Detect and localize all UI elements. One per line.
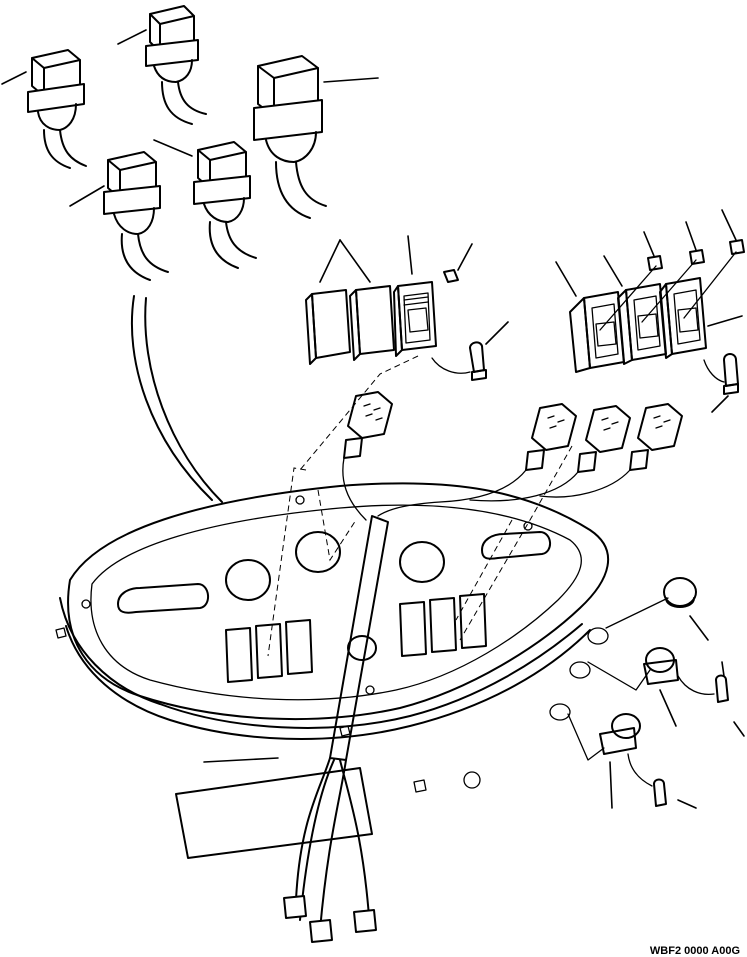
label-plate bbox=[175, 757, 373, 859]
connector-right-2 bbox=[577, 405, 631, 473]
indicator-lamp-2 bbox=[643, 647, 745, 737]
lens-cap-3 bbox=[549, 703, 571, 721]
connector-right-3 bbox=[629, 403, 683, 471]
rocker-switch-right-3 bbox=[659, 277, 707, 359]
drawing-code: WBF2 0000 A00G bbox=[650, 945, 740, 957]
rocker-switch-right-2 bbox=[617, 283, 667, 365]
blank-cover-1 bbox=[305, 289, 351, 365]
relay-5 bbox=[253, 55, 379, 219]
connector-right-1 bbox=[525, 403, 577, 471]
bulb-right bbox=[703, 353, 739, 413]
indicator-lamp-3 bbox=[599, 713, 697, 809]
switch-lens-left bbox=[443, 243, 473, 283]
grommet bbox=[463, 771, 481, 789]
blank-cover-2 bbox=[349, 285, 395, 361]
switch-lens-right-2 bbox=[685, 221, 705, 265]
relay-4 bbox=[153, 139, 257, 269]
switch-lens-right-1 bbox=[643, 231, 663, 271]
rocker-switch-left bbox=[393, 281, 437, 357]
bulb-left bbox=[431, 321, 509, 381]
instrument-panel bbox=[59, 482, 609, 740]
indicator-lamp-1 bbox=[663, 577, 709, 641]
clip-3 bbox=[413, 779, 427, 793]
lens-cap-1 bbox=[587, 627, 609, 645]
rocker-switch-right-1 bbox=[569, 291, 625, 373]
relay-2 bbox=[117, 5, 207, 125]
clip-2 bbox=[339, 725, 351, 737]
relay-3 bbox=[69, 151, 169, 281]
clip-1 bbox=[55, 627, 67, 639]
switch-lens-right-3 bbox=[721, 209, 745, 255]
relay-1 bbox=[1, 49, 87, 169]
harness-end-connectors bbox=[283, 895, 377, 943]
lens-cap-2 bbox=[569, 661, 591, 679]
connector-left bbox=[343, 391, 393, 459]
wiring-harness bbox=[130, 295, 631, 931]
